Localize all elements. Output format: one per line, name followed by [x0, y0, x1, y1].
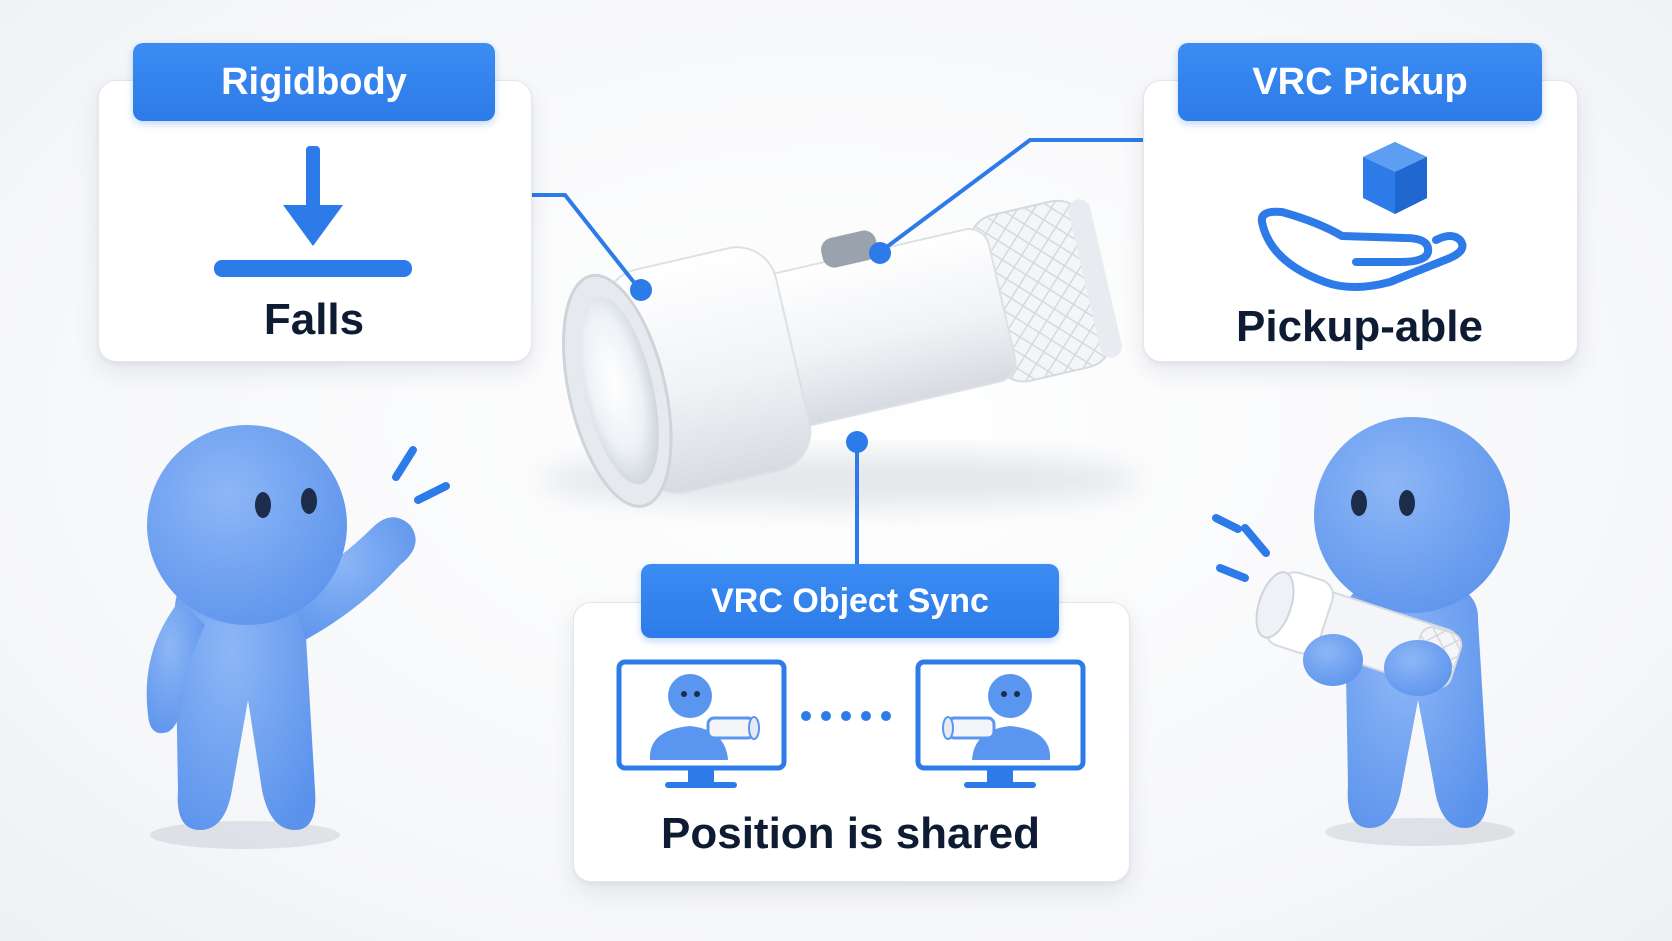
pickup-caption: Pickup-able: [1236, 302, 1483, 351]
pickup-title: VRC Pickup: [1178, 43, 1542, 121]
connector-lines: [530, 138, 1143, 564]
rigidbody-title: Rigidbody: [133, 43, 495, 121]
holding-character: [1212, 417, 1515, 846]
object-sync-title: VRC Object Sync: [641, 564, 1059, 638]
connector-dots: [630, 242, 891, 453]
rigidbody-caption: Falls: [263, 295, 365, 344]
flashlight-illustration: [561, 199, 1122, 508]
waving-character: [146, 425, 450, 849]
object-sync-caption: Position is shared: [661, 809, 1040, 858]
